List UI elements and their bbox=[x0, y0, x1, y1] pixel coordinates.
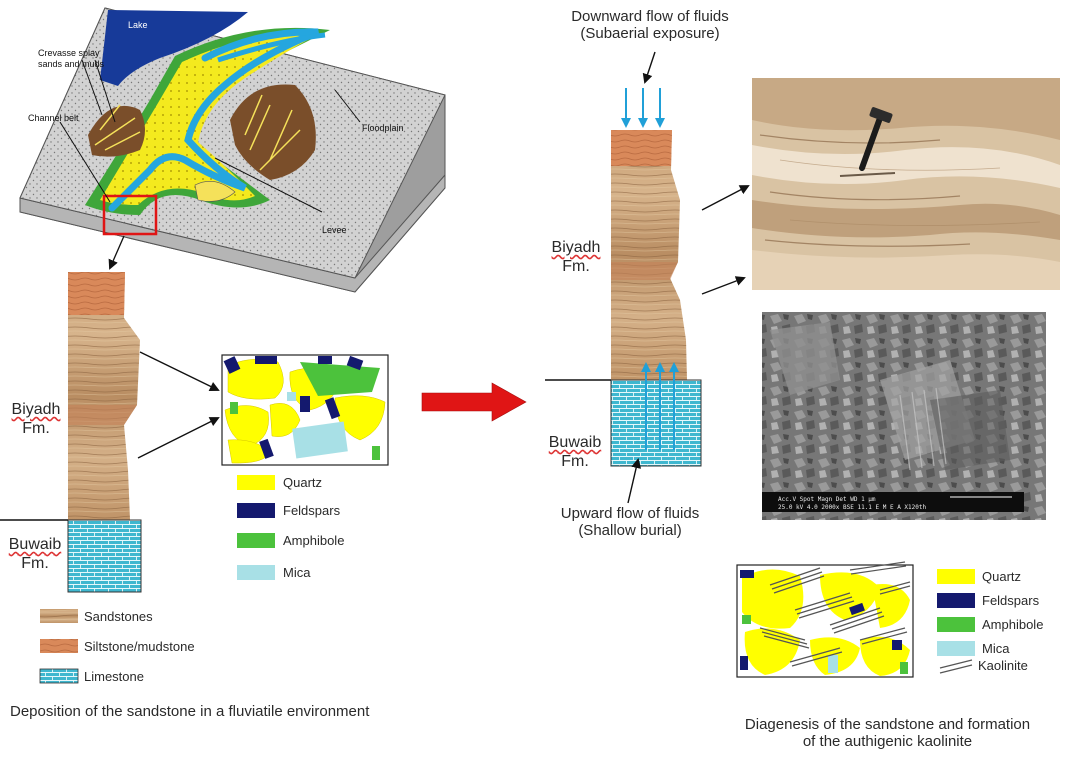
floodplain-label: Floodplain bbox=[362, 123, 404, 133]
left-legend-amphibole: Amphibole bbox=[283, 533, 345, 548]
right-legend-amphibole: Amphibole bbox=[982, 617, 1044, 632]
left-legend-quartz: Quartz bbox=[283, 475, 323, 490]
left-legend-amphibole-swatch bbox=[237, 533, 275, 548]
hammer-icon bbox=[839, 107, 896, 177]
legend-limestone: Limestone bbox=[84, 669, 144, 684]
left-legend-quartz-swatch bbox=[237, 475, 275, 490]
left-caption: Deposition of the sandstone in a fluviat… bbox=[10, 703, 370, 720]
right-legend-kaolinite-swatch bbox=[939, 659, 973, 674]
red-arrow-icon bbox=[421, 382, 527, 422]
fluvial-block-diagram bbox=[19, 7, 446, 293]
right-legend-kaolinite: Kaolinite bbox=[978, 658, 1028, 673]
legend-sandstones: Sandstones bbox=[84, 609, 153, 624]
levee-label: Levee bbox=[322, 225, 347, 235]
sem-info-bar: Acc.V Spot Magn Det WD 1 μm bbox=[778, 496, 876, 503]
right-legend-amphibole-swatch bbox=[937, 617, 975, 632]
lake-label: Lake bbox=[128, 20, 148, 30]
photo-arrow-lower bbox=[701, 276, 746, 295]
right-legend-mica: Mica bbox=[982, 641, 1010, 656]
legend-limestone-swatch bbox=[39, 668, 79, 684]
left-legend-mica-swatch bbox=[237, 565, 275, 580]
upward-pointer bbox=[627, 458, 642, 504]
sem-micrograph bbox=[762, 312, 1046, 520]
left-arrow-lower bbox=[137, 417, 220, 459]
outcrop-photo bbox=[752, 78, 1060, 290]
crevasse-label-line1: Crevasse splay bbox=[38, 48, 100, 58]
upward-flow-label: Upward flow of fluids(Shallow burial) bbox=[560, 505, 700, 539]
right-legend-quartz-swatch bbox=[937, 569, 975, 584]
right-strat-column bbox=[545, 130, 702, 467]
legend-siltstone: Siltstone/mudstone bbox=[84, 639, 195, 654]
right-legend-feldspars-swatch bbox=[937, 593, 975, 608]
left-grain-box bbox=[221, 354, 389, 466]
right-legend-feldspars: Feldspars bbox=[982, 593, 1040, 608]
photo-arrow-upper bbox=[701, 185, 750, 211]
left-legend-feldspars: Feldspars bbox=[283, 503, 341, 518]
fluid-arrow-icon bbox=[641, 362, 679, 450]
fluid-arrow-icon bbox=[621, 88, 665, 128]
crevasse-label-line2: sands and muds bbox=[38, 59, 105, 69]
lake bbox=[100, 10, 248, 86]
channel-belt-highlight-box bbox=[102, 194, 158, 236]
downward-pointer bbox=[642, 51, 656, 84]
right-caption: Diagenesis of the sandstone and formatio… bbox=[744, 716, 1031, 750]
right-legend-mica-swatch bbox=[937, 641, 975, 656]
right-legend-quartz: Quartz bbox=[982, 569, 1022, 584]
channel-belt-label: Channel belt bbox=[28, 113, 79, 123]
legend-siltstone-swatch bbox=[40, 639, 78, 653]
left-legend-feldspars-swatch bbox=[237, 503, 275, 518]
downward-flow-label: Downward flow of fluids(Subaerial exposu… bbox=[571, 8, 729, 42]
left-strat-column bbox=[0, 272, 142, 593]
right-grain-box bbox=[736, 561, 914, 678]
left-legend-mica: Mica bbox=[283, 565, 311, 580]
left-arrow-upper bbox=[139, 351, 220, 391]
svg-text:25.0 kV 4.0 2000x BSE 11.1: 25.0 kV 4.0 2000x BSE 11.1 E M E A X120t… bbox=[778, 504, 926, 511]
